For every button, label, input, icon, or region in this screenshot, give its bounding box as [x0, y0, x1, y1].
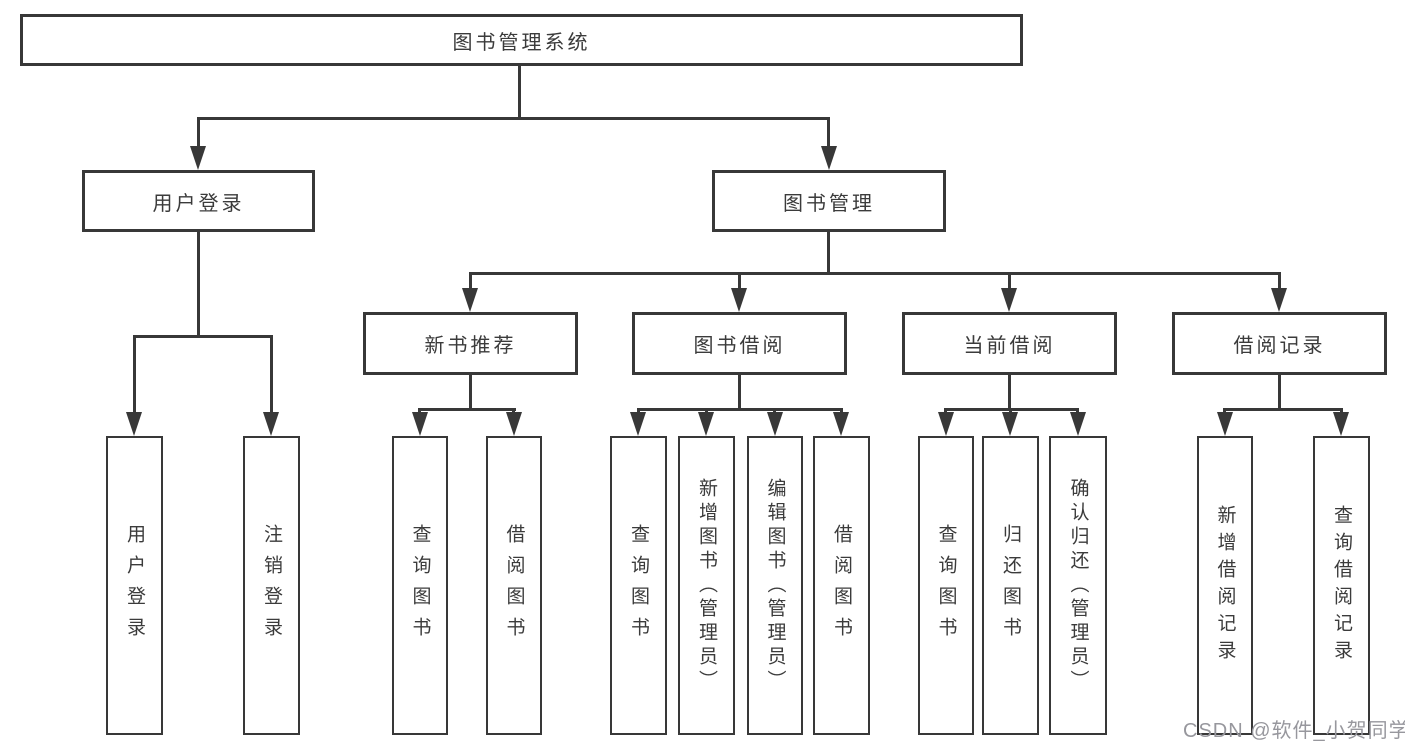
node-label: 用户登录 — [124, 523, 145, 648]
node-leaf-query-borrow-record: 查询借阅记录 — [1313, 436, 1370, 735]
connector-level3-stem — [1278, 272, 1281, 290]
connector-currentborrow-stem — [944, 408, 947, 414]
node-label: 查询图书 — [409, 523, 431, 648]
arrowhead — [1002, 412, 1018, 436]
connector-recommend-feed — [469, 375, 472, 411]
watermark-text: CSDN @软件_小贺同学 — [1183, 720, 1405, 742]
node-current-borrow: 当前借阅 — [902, 312, 1117, 375]
node-label: 新书推荐 — [424, 335, 517, 357]
node-label: 借阅图书 — [503, 523, 525, 648]
node-leaf-query-books-recommend: 查询图书 — [392, 436, 448, 735]
connector-records-stem — [1340, 408, 1343, 414]
node-label: 查询图书 — [935, 523, 957, 648]
arrowhead — [126, 412, 142, 436]
arrowhead — [630, 412, 646, 436]
node-user-login: 用户登录 — [82, 170, 315, 232]
arrowhead — [1333, 412, 1349, 436]
node-label: 归还图书 — [1000, 523, 1021, 648]
node-leaf-add-borrow-record: 新增借阅记录 — [1197, 436, 1253, 735]
connector-records-stem — [1223, 408, 1226, 414]
connector-userlogin-stem-left — [133, 335, 136, 414]
connector-currentborrow-stem — [1009, 408, 1012, 414]
connector-level3-stem — [738, 272, 741, 290]
connector-bookborrow-stem — [773, 408, 776, 414]
node-leaf-user-login: 用户登录 — [106, 436, 163, 735]
connector-level3-bar — [469, 272, 1281, 275]
node-leaf-logout: 注销登录 — [243, 436, 300, 735]
arrowhead — [506, 412, 522, 436]
connector-level3-stem — [469, 272, 472, 290]
node-label: 查询图书 — [628, 523, 649, 648]
node-book-borrow: 图书借阅 — [632, 312, 847, 375]
arrowhead — [821, 146, 837, 170]
node-label: 借阅图书 — [831, 523, 852, 648]
connector-recommend-stem — [512, 408, 515, 414]
arrowhead — [698, 412, 714, 436]
node-label: 新增借阅记录 — [1214, 504, 1236, 667]
arrowhead — [833, 412, 849, 436]
connector-records-feed — [1278, 375, 1281, 411]
node-label: 图书管理系统 — [452, 31, 591, 54]
node-label: 图书借阅 — [693, 335, 786, 357]
connector-bookborrow-feed — [738, 375, 741, 411]
node-label: 查询借阅记录 — [1331, 504, 1352, 667]
connector-bookborrow-stem — [637, 408, 640, 414]
connector-bookborrow-bar — [637, 408, 843, 411]
connector-recommend-stem — [418, 408, 421, 414]
arrowhead — [1217, 412, 1233, 436]
connector-currentborrow-feed — [1008, 375, 1011, 411]
connector-root-stem-right — [827, 117, 830, 148]
connector-recommend-bar — [418, 408, 516, 411]
arrowhead — [731, 288, 747, 312]
node-borrow-records: 借阅记录 — [1172, 312, 1387, 375]
node-leaf-edit-books-admin: 编辑图书（管理员） — [747, 436, 803, 735]
node-book-management: 图书管理 — [712, 170, 946, 232]
connector-root-stem-left — [197, 117, 200, 148]
node-label: 借阅记录 — [1233, 335, 1326, 357]
node-label: 当前借阅 — [963, 335, 1056, 357]
node-leaf-borrow-books-recommend: 借阅图书 — [486, 436, 542, 735]
arrowhead — [190, 146, 206, 170]
node-label: 用户登录 — [152, 192, 245, 215]
arrowhead — [462, 288, 478, 312]
node-leaf-add-books-admin: 新增图书（管理员） — [678, 436, 735, 735]
node-leaf-return-books: 归还图书 — [982, 436, 1039, 735]
arrowhead — [1070, 412, 1086, 436]
connector-bookmgmt-feed — [827, 232, 830, 275]
arrowhead — [938, 412, 954, 436]
node-label: 确认归还（管理员） — [1067, 477, 1089, 694]
arrowhead — [263, 412, 279, 436]
node-label: 注销登录 — [261, 523, 282, 648]
arrowhead — [412, 412, 428, 436]
node-label: 图书管理 — [783, 192, 875, 215]
node-root: 图书管理系统 — [20, 14, 1023, 66]
connector-level3-stem — [1008, 272, 1011, 290]
arrowhead — [1001, 288, 1017, 312]
connector-currentborrow-stem — [1076, 408, 1079, 414]
connector-bookborrow-stem — [840, 408, 843, 414]
node-leaf-confirm-return-admin: 确认归还（管理员） — [1049, 436, 1107, 735]
connector-root-bar — [197, 117, 830, 120]
node-leaf-borrow-books: 借阅图书 — [813, 436, 870, 735]
node-leaf-query-books-borrow: 查询图书 — [610, 436, 667, 735]
node-leaf-query-books-current: 查询图书 — [918, 436, 974, 735]
node-label: 新增图书（管理员） — [696, 477, 717, 694]
connector-userlogin-feed — [197, 232, 200, 338]
connector-root-feed — [518, 66, 521, 120]
connector-records-bar — [1223, 408, 1343, 411]
node-label: 编辑图书（管理员） — [764, 477, 786, 694]
node-new-book-recommend: 新书推荐 — [363, 312, 578, 375]
connector-bookborrow-stem — [705, 408, 708, 414]
arrowhead — [767, 412, 783, 436]
connector-userlogin-bar — [133, 335, 273, 338]
connector-userlogin-stem-right — [270, 335, 273, 414]
arrowhead — [1271, 288, 1287, 312]
